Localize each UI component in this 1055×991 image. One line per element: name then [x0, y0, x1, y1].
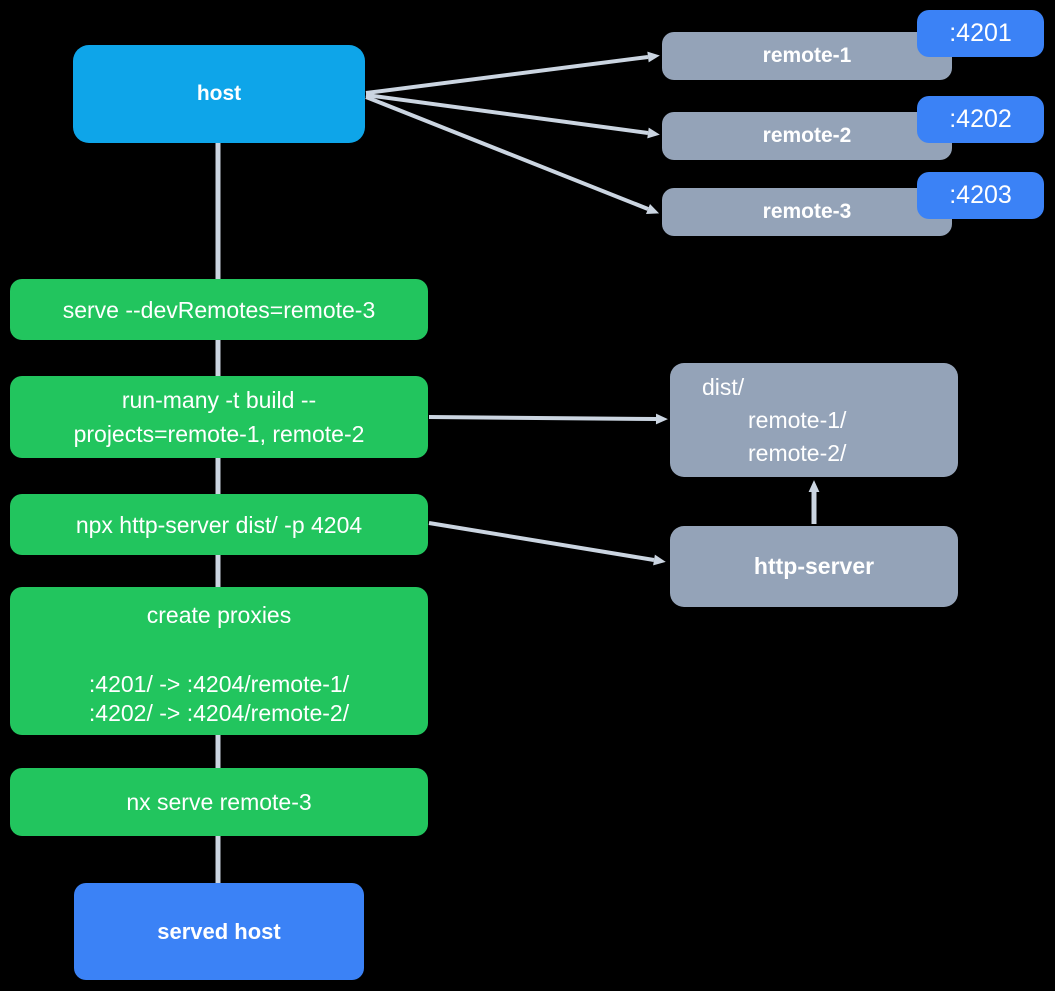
remote-2-node: remote-2	[662, 112, 952, 160]
command-npx-label: npx http-server dist/ -p 4204	[75, 511, 363, 538]
command-nx-serve-remote-3: nx serve remote-3	[10, 768, 428, 836]
command-serve-devremotes: serve --devRemotes=remote-3	[10, 279, 428, 340]
remote-3-port-badge: :4203	[917, 172, 1044, 219]
arrow-host-to-remote-2	[365, 93, 660, 139]
proxy-rule-1: :4201/ -> :4204/remote-1/	[88, 671, 350, 697]
http-server-label: http-server	[753, 553, 875, 579]
served-host-node: served host	[74, 883, 364, 980]
remote-3-node: remote-3	[662, 188, 952, 236]
http-server-node: http-server	[670, 526, 958, 607]
arrow-npx-to-httpserver	[428, 521, 666, 566]
command-run-many-build: run-many -t build -- projects=remote-1, …	[10, 376, 428, 458]
command-nx-serve-label: nx serve remote-3	[126, 789, 312, 815]
command-npx-http-server: npx http-server dist/ -p 4204	[10, 494, 428, 555]
remote-1-port: :4201	[949, 19, 1012, 47]
arrow-runmany-to-dist	[428, 413, 668, 425]
host-node: host	[73, 45, 365, 143]
arrow-host-to-remote-3	[365, 95, 660, 215]
create-proxies-title: create proxies	[146, 602, 292, 628]
dist-folder-remote-2: remote-2/	[748, 439, 847, 466]
command-run-many-line-2: projects=remote-1, remote-2	[73, 421, 365, 447]
served-host-label: served host	[157, 918, 281, 944]
command-create-proxies: create proxies :4201/ -> :4204/remote-1/…	[10, 587, 428, 735]
dist-folder-root: dist/	[702, 373, 745, 400]
dist-folder-remote-1: remote-1/	[748, 406, 847, 433]
remote-2-port-badge: :4202	[917, 96, 1044, 143]
host-label: host	[196, 82, 242, 105]
proxy-rule-2: :4202/ -> :4204/remote-2/	[88, 700, 350, 726]
command-serve-label: serve --devRemotes=remote-3	[62, 296, 376, 323]
arrow-host-to-remote-1	[365, 51, 660, 95]
remote-1-label: remote-1	[762, 44, 852, 67]
dist-folder-node: dist/ remote-1/ remote-2/	[670, 363, 958, 477]
remote-3-label: remote-3	[762, 200, 852, 223]
command-run-many-line-1: run-many -t build --	[121, 387, 317, 413]
remote-1-node: remote-1	[662, 32, 952, 80]
remote-2-port: :4202	[949, 105, 1012, 133]
remote-3-port: :4203	[949, 181, 1012, 209]
remote-1-port-badge: :4201	[917, 10, 1044, 57]
remote-2-label: remote-2	[762, 124, 852, 147]
